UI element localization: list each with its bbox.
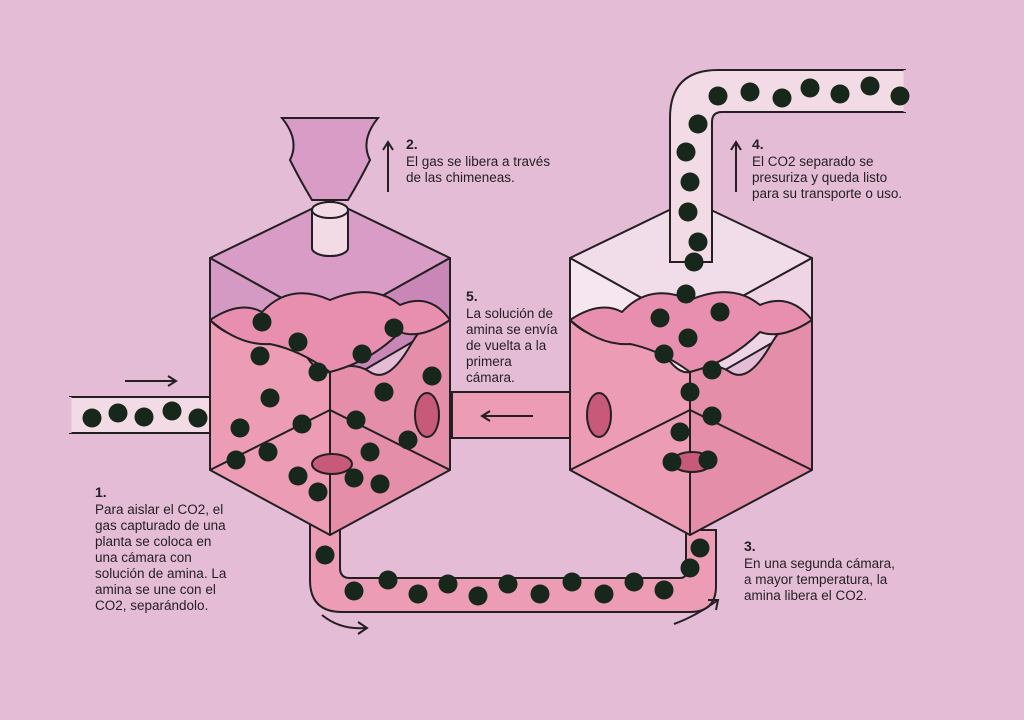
bottom-pipe	[309, 519, 717, 613]
step-2-number: 2.	[406, 136, 418, 152]
step-2-arrow	[382, 140, 394, 192]
step-1-annotation: 1. Para aislar el CO2, el gas capturado …	[95, 484, 245, 614]
outlet-molecules	[676, 76, 910, 272]
step-1-text: Para aislar el CO2, el gas capturado de …	[95, 502, 227, 613]
left-chamber-molecules	[226, 312, 442, 502]
step-4-arrow	[730, 140, 742, 192]
step-4-annotation: 4. El CO2 separado se presuriza y queda …	[752, 136, 922, 202]
left-chamber-port	[311, 392, 440, 475]
left-chamber-exhaust	[279, 117, 381, 201]
step-2-annotation: 2. El gas se libera a través de las chim…	[406, 136, 566, 186]
step-5-text: La solución de amina se envía de vuelta …	[466, 306, 558, 385]
return-arrow	[480, 410, 533, 422]
step-5-number: 5.	[466, 288, 478, 304]
step-3-number: 3.	[744, 538, 756, 554]
step-4-text: El CO2 separado se presuriza y queda lis…	[752, 154, 903, 201]
left-chamber	[209, 199, 451, 536]
bottom-pipe-molecules	[315, 538, 710, 606]
step-1-number: 1.	[95, 484, 107, 500]
step-3-annotation: 3. En una segunda cámara, a mayor temper…	[744, 538, 914, 604]
bottom-flow-arrows	[321, 599, 720, 635]
step-4-number: 4.	[752, 136, 764, 152]
step-2-text: El gas se libera a través de las chimene…	[406, 154, 551, 185]
step-5-annotation: 5. La solución de amina se envía de vuel…	[466, 288, 576, 386]
right-chamber-molecules	[650, 284, 730, 472]
inlet-arrow	[125, 375, 178, 387]
step-3-text: En una segunda cámara, a mayor temperatu…	[744, 556, 895, 603]
